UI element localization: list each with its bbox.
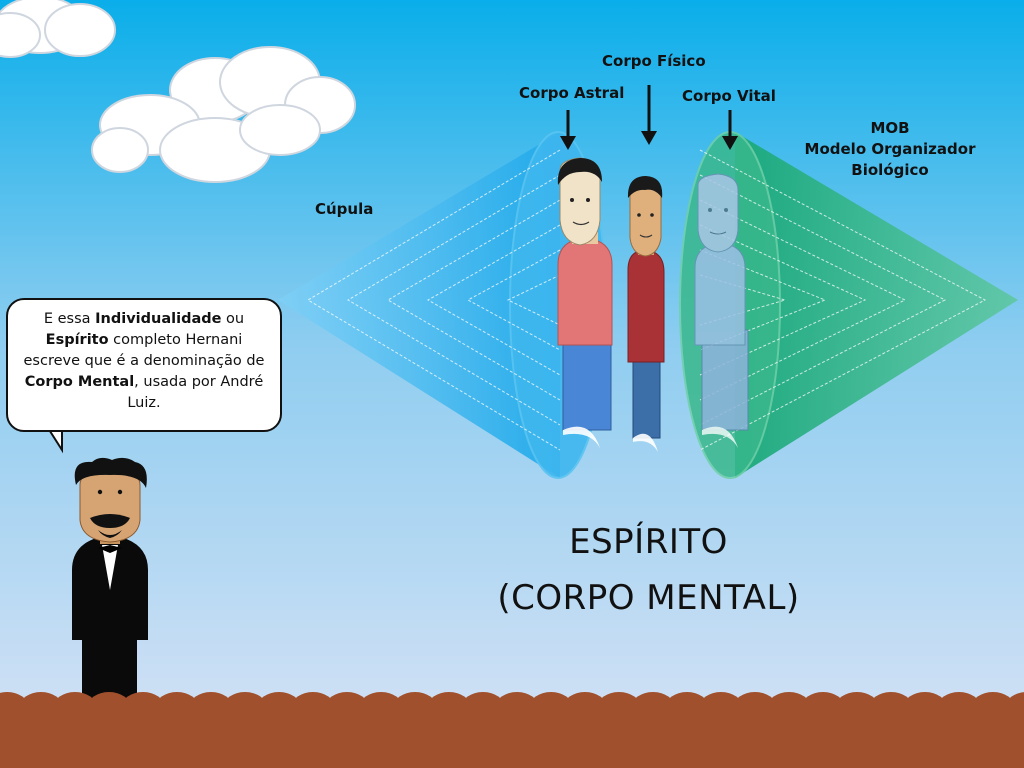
arrow-corpo-vital bbox=[722, 110, 738, 150]
label-cupula: Cúpula bbox=[315, 200, 374, 218]
ground-bump bbox=[19, 692, 63, 724]
cloud-top-left bbox=[0, 0, 116, 58]
ground-bump bbox=[869, 692, 913, 724]
cloud-middle bbox=[91, 46, 356, 183]
ground-bump bbox=[0, 692, 29, 724]
ground-bump bbox=[291, 692, 335, 724]
ground-bump bbox=[495, 692, 539, 724]
ground-bump bbox=[87, 692, 131, 724]
ground-bump bbox=[665, 692, 709, 724]
label-mob-line2: Modelo Organizador bbox=[804, 140, 976, 158]
bubble-text-4: , usada por André Luiz. bbox=[127, 374, 264, 411]
bubble-bold-individualidade: Individualidade bbox=[95, 311, 222, 327]
arrow-corpo-astral bbox=[560, 110, 576, 150]
title-line-1: ESPÍRITO bbox=[569, 522, 728, 562]
ground-bump bbox=[835, 692, 879, 724]
bubble-text-3: completo Hernani escreve que é a denomin… bbox=[23, 332, 265, 369]
ground-bump bbox=[53, 692, 97, 724]
astral-body-figure bbox=[557, 157, 613, 448]
ground-bump bbox=[597, 692, 641, 724]
label-mob: MOB Modelo Organizador Biológico bbox=[800, 118, 980, 181]
ground-bump bbox=[189, 692, 233, 724]
speech-bubble: E essa Individualidade ou Espírito compl… bbox=[6, 298, 282, 432]
ground-bump bbox=[257, 692, 301, 724]
ground-bump bbox=[359, 692, 403, 724]
label-corpo-astral: Corpo Astral bbox=[519, 84, 625, 102]
bubble-bold-espirito: Espírito bbox=[45, 332, 109, 348]
ground-bump bbox=[427, 692, 471, 724]
narrator-character bbox=[72, 457, 148, 715]
ground-bump bbox=[903, 692, 947, 724]
arrow-corpo-fisico bbox=[641, 85, 657, 145]
ground-bump bbox=[801, 692, 845, 724]
ground-bump bbox=[393, 692, 437, 724]
label-mob-line1: MOB bbox=[870, 119, 910, 137]
vital-body-figure bbox=[694, 173, 749, 448]
ground-bump bbox=[733, 692, 777, 724]
label-corpo-fisico: Corpo Físico bbox=[602, 52, 706, 70]
ground-bump bbox=[699, 692, 743, 724]
ground-bump bbox=[631, 692, 675, 724]
ground-bump bbox=[223, 692, 267, 724]
label-corpo-vital: Corpo Vital bbox=[682, 87, 776, 105]
title-line-2: (CORPO MENTAL) bbox=[497, 578, 800, 618]
ground-bump bbox=[1005, 692, 1024, 724]
physical-body-figure bbox=[627, 176, 665, 452]
label-mob-line3: Biológico bbox=[851, 161, 929, 179]
ground-bump bbox=[461, 692, 505, 724]
ground-bump bbox=[767, 692, 811, 724]
ground-bump bbox=[121, 692, 165, 724]
ground-bump bbox=[937, 692, 981, 724]
ground-bump bbox=[325, 692, 369, 724]
ground bbox=[0, 692, 1024, 768]
bubble-text-2: ou bbox=[221, 311, 245, 327]
ground-bump bbox=[563, 692, 607, 724]
ground-bump bbox=[155, 692, 199, 724]
bubble-text-1: E essa bbox=[43, 311, 96, 327]
ground-bump bbox=[971, 692, 1015, 724]
bubble-bold-corpo-mental: Corpo Mental bbox=[24, 374, 135, 390]
ground-bump bbox=[529, 692, 573, 724]
